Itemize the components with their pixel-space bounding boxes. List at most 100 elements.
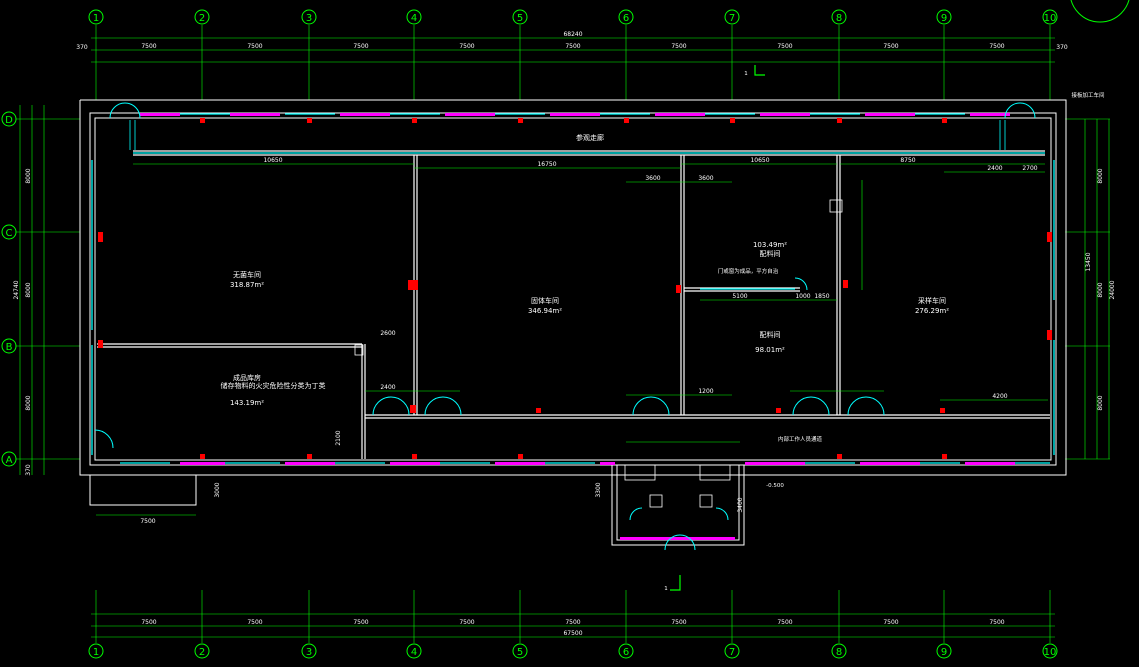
svg-text:9: 9 <box>941 13 947 24</box>
room-6-name: 成品库房 <box>233 373 261 382</box>
stair-top-right <box>999 120 1006 150</box>
dim-label-14: 4200 <box>992 393 1007 400</box>
dim-label-2: 16750 <box>537 161 556 168</box>
room-1-name: 无菌车间 <box>233 270 261 279</box>
svg-text:9: 9 <box>941 647 947 658</box>
dim-label-9: 5100 <box>732 293 747 300</box>
axis-bubble-bottom-3: 3 <box>301 643 317 659</box>
axis-bubble-bottom-10: 10 <box>1042 643 1058 659</box>
room-1-area: 318.87m² <box>230 281 264 289</box>
dim-label-16: 2100 <box>335 430 342 445</box>
dim-label-20: 3000 <box>214 482 221 497</box>
room-6-note: 储存物料的火灾危险性分类为丁类 <box>221 381 326 390</box>
axis-bubble-top-2: 2 <box>194 9 210 25</box>
axis-bubble-bottom-5: 5 <box>512 643 528 659</box>
room-3-area: 103.49m² <box>753 241 787 249</box>
axis-bubble-top-9: 9 <box>936 9 952 25</box>
svg-text:7500: 7500 <box>247 619 262 626</box>
top-bay-dims: 7500 7500 7500 7500 7500 7500 7500 7500 … <box>141 43 1004 50</box>
svg-text:7500: 7500 <box>141 43 156 50</box>
svg-text:6: 6 <box>623 647 629 658</box>
north-arrow-arc <box>1070 0 1130 23</box>
fixtures <box>354 199 843 508</box>
axis-bubble-top-5: 5 <box>512 9 528 25</box>
door-note: 门或窗为成品，平方自治 <box>718 267 779 275</box>
dim-label-17: 7500 <box>140 518 155 525</box>
svg-text:3: 3 <box>306 13 312 24</box>
interior-partitions <box>97 150 1050 459</box>
top-dimension-lines <box>91 37 1055 63</box>
interior-dim-lines <box>96 163 1048 516</box>
svg-text:1: 1 <box>93 13 99 24</box>
svg-text:C: C <box>6 228 13 239</box>
axis-bubble-top-8: 8 <box>831 9 847 25</box>
left-dimension-lines <box>19 105 45 475</box>
svg-text:7500: 7500 <box>353 43 368 50</box>
section-cut-markers <box>670 65 765 591</box>
svg-text:2: 2 <box>199 13 205 24</box>
svg-text:10: 10 <box>1044 647 1057 658</box>
svg-text:7500: 7500 <box>883 43 898 50</box>
dim-label-19: 3400 <box>737 497 744 512</box>
dim-label-12: 2400 <box>380 384 395 391</box>
dim-label-15: 2600 <box>380 330 395 337</box>
dim-label-5: 3600 <box>645 175 660 182</box>
dim-label-18: 3300 <box>595 482 602 497</box>
left-axis-markers: D C B A <box>1 111 17 467</box>
svg-text:7500: 7500 <box>353 619 368 626</box>
svg-text:4: 4 <box>411 647 417 658</box>
room-3-name: 配料间 <box>760 249 781 258</box>
room-5-area: 276.29m² <box>915 307 949 315</box>
dim-label-13: 1200 <box>698 388 713 395</box>
right-seg-1: 8000 <box>1097 168 1104 183</box>
svg-text:6: 6 <box>623 13 629 24</box>
svg-text:D: D <box>5 115 13 126</box>
axis-bubble-top-3: 3 <box>301 9 317 25</box>
dim-label-4: 8750 <box>900 157 915 164</box>
dim-label-6: 3600 <box>698 175 713 182</box>
axis-bubble-bottom-1: 1 <box>88 643 104 659</box>
svg-text:7500: 7500 <box>459 619 474 626</box>
top-end-left-dim: 370 <box>76 44 88 51</box>
right-inner-dim: 13450 <box>1085 252 1092 271</box>
room-2-name: 固体车间 <box>531 296 559 305</box>
svg-text:7500: 7500 <box>777 619 792 626</box>
svg-text:1: 1 <box>93 647 99 658</box>
room-5-name: 采样车间 <box>918 296 946 305</box>
column-markers <box>98 118 1052 459</box>
svg-text:5: 5 <box>517 13 523 24</box>
svg-text:7500: 7500 <box>777 43 792 50</box>
axis-bubble-bottom-6: 6 <box>618 643 634 659</box>
right-seg-2: 8000 <box>1097 282 1104 297</box>
svg-text:7500: 7500 <box>459 43 474 50</box>
svg-text:4: 4 <box>411 13 417 24</box>
bottom-axis-markers: 1 2 3 4 5 6 7 8 9 10 <box>88 643 1058 659</box>
section-mark-top: 1 <box>744 71 748 77</box>
svg-text:7: 7 <box>729 13 735 24</box>
axis-bubble-top-1: 1 <box>88 9 104 25</box>
svg-text:5: 5 <box>517 647 523 658</box>
axis-grid-lines <box>16 25 1110 643</box>
top-overall-dim: 68240 <box>563 31 582 38</box>
top-right-room-label: 接板加工车间 <box>1071 91 1104 99</box>
door-swings <box>94 102 1036 551</box>
svg-text:7: 7 <box>729 647 735 658</box>
svg-text:7500: 7500 <box>141 619 156 626</box>
left-seg-2: 8000 <box>25 282 32 297</box>
svg-text:7500: 7500 <box>671 43 686 50</box>
axis-bubble-top-4: 4 <box>406 9 422 25</box>
room-corridor-label: 参观走廊 <box>576 133 604 142</box>
svg-text:7500: 7500 <box>247 43 262 50</box>
svg-text:B: B <box>6 342 13 353</box>
stair-top-left <box>129 120 136 150</box>
axis-bubble-bottom-2: 2 <box>194 643 210 659</box>
svg-text:10: 10 <box>1044 13 1057 24</box>
bottom-overall-dim: 67500 <box>563 630 582 637</box>
svg-text:7500: 7500 <box>989 619 1004 626</box>
axis-bubble-bottom-8: 8 <box>831 643 847 659</box>
right-overall-dim: 24000 <box>1109 280 1116 299</box>
bottom-bay-dims: 7500 7500 7500 7500 7500 7500 7500 7500 … <box>141 619 1004 626</box>
svg-text:A: A <box>6 455 13 466</box>
